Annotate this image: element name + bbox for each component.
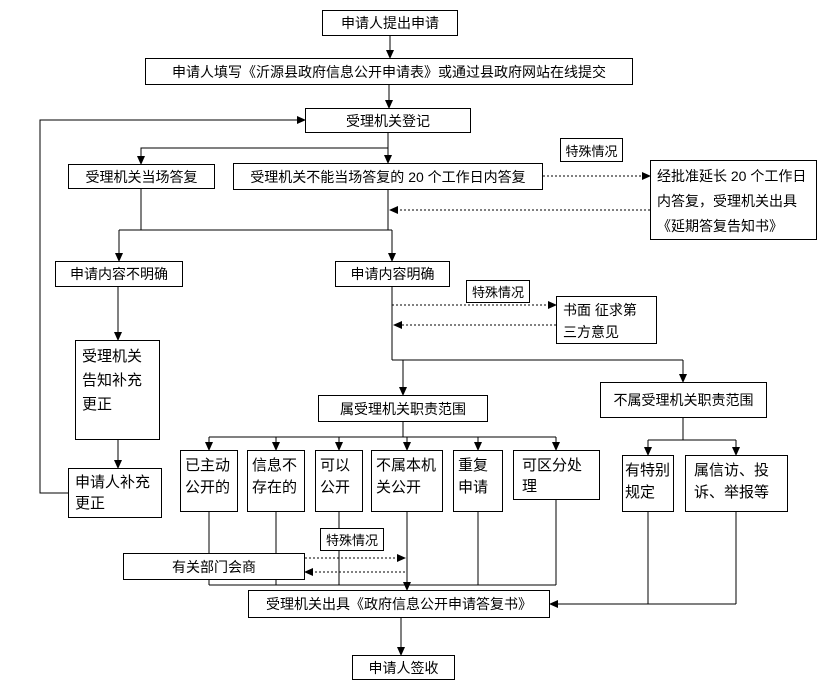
node-special-case-1: 特殊情况 (560, 138, 623, 162)
node-third-party-opinion: 书面 征求第三方意见 (556, 296, 657, 344)
node-authority-register: 受理机关登记 (305, 108, 471, 133)
node-applicant-submit: 申请人提出申请 (322, 10, 458, 36)
node-already-public: 已主动公开的 (180, 450, 238, 512)
node-info-not-exist: 信息不存在的 (247, 450, 305, 512)
node-content-unclear: 申请内容不明确 (55, 261, 183, 287)
node-notify-supplement: 受理机关告知补充更正 (75, 340, 160, 440)
node-out-of-scope: 不属受理机关职责范围 (600, 382, 767, 418)
node-onsite-reply: 受理机关当场答复 (68, 164, 215, 189)
node-can-disclose: 可以公开 (315, 450, 363, 512)
node-not-this-authority: 不属本机关公开 (371, 450, 443, 512)
node-reply-within-20-days: 受理机关不能当场答复的 20 个工作日内答复 (233, 163, 543, 190)
node-separable-handling: 可区分处理 (513, 450, 600, 500)
node-department-consultation: 有关部门会商 (123, 553, 305, 580)
node-extension-notice: 经批准延长 20 个工作日内答复，受理机关出具《延期答复告知书》 (650, 160, 817, 240)
node-special-case-3: 特殊情况 (320, 528, 384, 551)
node-fill-application-form: 申请人填写《沂源县政府信息公开申请表》或通过县政府网站在线提交 (145, 58, 633, 85)
node-special-case-2: 特殊情况 (466, 280, 530, 303)
node-reply-document: 受理机关出具《政府信息公开申请答复书》 (248, 590, 550, 618)
node-petition-complaint: 属信访、投诉、举报等 (685, 455, 788, 512)
node-content-clear: 申请内容明确 (335, 261, 450, 287)
node-in-scope: 属受理机关职责范围 (318, 395, 488, 422)
node-repeat-request: 重复申请 (453, 450, 503, 512)
node-special-rule: 有特别规定 (622, 455, 674, 512)
node-applicant-supplement: 申请人补充更正 (68, 468, 162, 518)
node-applicant-sign: 申请人签收 (352, 655, 455, 680)
